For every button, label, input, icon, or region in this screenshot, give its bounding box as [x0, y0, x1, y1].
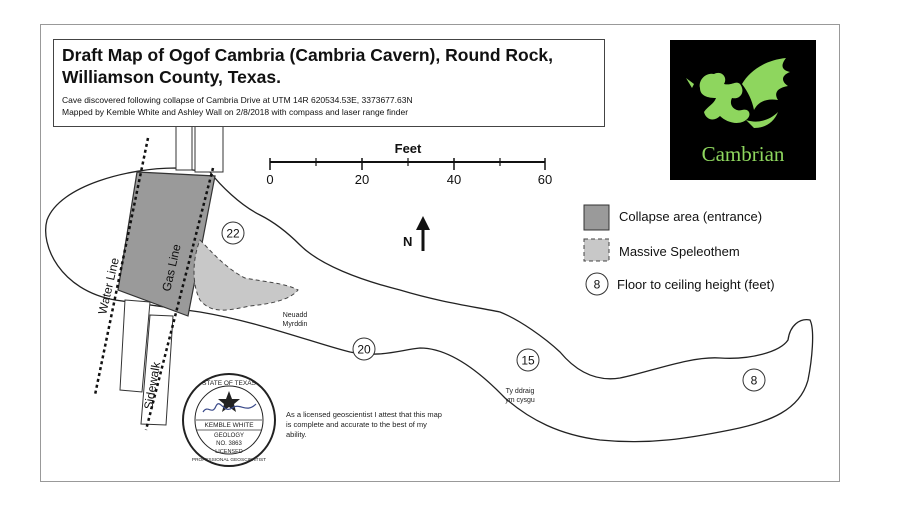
- map-title-line-1: Draft Map of Ogof Cambria (Cambria Caver…: [62, 45, 554, 65]
- room-label-ty-ddraig: Ty ddraig ym cysgu: [490, 387, 550, 405]
- north-arrow-icon: [416, 216, 430, 251]
- room-label-neuadd: Neuadd Myrddin: [270, 311, 320, 329]
- height-marker: 15: [516, 348, 540, 372]
- svg-text:15: 15: [521, 354, 535, 368]
- map-subtitle-2: Mapped by Kemble White and Ashley Wall o…: [62, 107, 409, 117]
- legend-speleothem-label: Massive Speleothem: [619, 244, 740, 259]
- scale-title: Feet: [395, 141, 422, 156]
- map-title-line-2: Williamson County, Texas.: [62, 67, 281, 87]
- signature: [202, 403, 257, 413]
- svg-text:LICENSED: LICENSED: [215, 449, 243, 455]
- svg-text:PROFESSIONAL GEOSCIENTIST: PROFESSIONAL GEOSCIENTIST: [192, 457, 266, 463]
- svg-text:NO. 3863: NO. 3863: [216, 441, 242, 447]
- scale-label-0: 0: [266, 172, 273, 187]
- legend-collapse-label: Collapse area (entrance): [619, 209, 763, 224]
- svg-text:STATE OF TEXAS: STATE OF TEXAS: [202, 380, 256, 387]
- sidewalk-strip: [140, 314, 174, 426]
- svg-text:20: 20: [357, 343, 371, 357]
- cave-outline: [45, 167, 814, 443]
- svg-text:22: 22: [226, 227, 240, 241]
- water-line: [93, 137, 150, 396]
- legend-speleothem-swatch: [583, 238, 610, 262]
- speleothem-area: [193, 239, 299, 311]
- map-frame: [40, 24, 840, 482]
- cambrian-logo: Cambrian: [670, 40, 816, 180]
- north-label: N: [403, 234, 412, 249]
- svg-text:8: 8: [751, 374, 758, 388]
- geoscientist-seal: STATE OF TEXAS KEMBLE WHITE GEOLOGY NO. …: [182, 373, 276, 467]
- height-marker: 8: [742, 368, 766, 392]
- room-label-line: Ty ddraig: [505, 388, 535, 395]
- legend-height-label: Floor to ceiling height (feet): [617, 277, 775, 292]
- road-strip: [175, 124, 193, 171]
- height-marker: 22: [221, 221, 245, 245]
- room-label-line: Myrddin: [282, 321, 308, 328]
- map-subtitle-1: Cave discovered following collapse of Ca…: [62, 95, 413, 105]
- legend-height-marker: 8: [585, 272, 609, 296]
- scale-label-60: 60: [538, 172, 552, 187]
- attestation-text: As a licensed geoscientist I attest that…: [286, 410, 442, 439]
- curb-strip: [119, 299, 151, 393]
- room-label-line: Neuadd: [282, 312, 308, 319]
- road-strip: [194, 124, 224, 173]
- svg-text:8: 8: [594, 278, 601, 292]
- scale-label-40: 40: [447, 172, 461, 187]
- dragon-icon: [686, 58, 790, 128]
- logo-text: Cambrian: [701, 142, 785, 166]
- title-block: Draft Map of Ogof Cambria (Cambria Caver…: [53, 39, 605, 127]
- legend-collapse-swatch: [583, 204, 610, 231]
- svg-text:GEOLOGY: GEOLOGY: [214, 433, 244, 439]
- svg-text:KEMBLE WHITE: KEMBLE WHITE: [204, 422, 254, 429]
- height-marker: 20: [352, 337, 376, 361]
- room-label-line: ym cysgu: [505, 397, 535, 404]
- scale-label-20: 20: [355, 172, 369, 187]
